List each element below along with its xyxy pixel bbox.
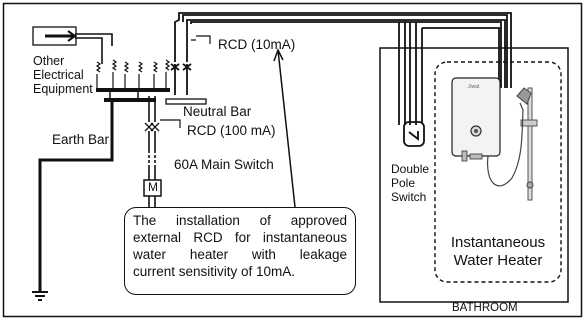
meter-icon	[143, 179, 162, 197]
earth-conductor	[38, 102, 114, 292]
water-heater-label: Instantaneous Water Heater	[436, 234, 560, 270]
neutral-bar-label: Neutral Bar	[183, 104, 252, 119]
other-equipment-label: Other Electrical Equipment	[33, 54, 93, 96]
other-equipment-feed	[45, 30, 113, 64]
rcd-callout-note: The installation of approved external RC…	[124, 207, 356, 295]
water-heater-line-1: Instantaneous	[450, 234, 546, 251]
main-supply-column	[144, 96, 160, 212]
double-pole-switch-label: Double Pole Switch	[391, 162, 429, 204]
callout-line-2: external RCD for instantaneous	[133, 230, 347, 245]
callout-line-4: current sensitivity of 10mA.	[133, 264, 296, 279]
water-heater-icon	[451, 77, 501, 162]
heater-supply-cable	[170, 12, 512, 125]
earth-ground-icon	[32, 291, 48, 301]
neutral-bar	[165, 98, 207, 105]
heater-zone-dashed	[434, 61, 562, 283]
water-heater-line-2: Water Heater	[453, 252, 543, 269]
double-pole-switch-line-3: Switch	[391, 190, 427, 204]
bathroom-box	[379, 47, 569, 303]
main-switch-label: 60A Main Switch	[174, 157, 274, 172]
breaker-drops	[95, 59, 171, 90]
double-pole-switch-line-2: Pole	[391, 176, 416, 190]
callout-line-1: The installation of approved	[133, 213, 347, 228]
other-equipment-line-2: Electrical	[33, 68, 84, 82]
other-equipment-line-1: Other	[33, 54, 65, 68]
bathroom-label: BATHROOM	[452, 302, 518, 314]
other-equipment-line-3: Equipment	[33, 82, 93, 96]
heater-brand-label: Jiwat	[468, 84, 480, 90]
callout-arrow	[273, 48, 296, 208]
earth-bar-label: Earth Bar	[52, 132, 110, 147]
double-pole-switch-line-1: Double	[391, 162, 430, 176]
meter-label: M	[148, 180, 158, 194]
shower-head-icon	[486, 87, 538, 201]
diagram-frame	[2, 2, 583, 318]
rcd-10ma-label: RCD (10mA)	[218, 37, 296, 52]
rcd-100ma-bracket	[160, 119, 181, 128]
callout-line-3: water heater with leakage	[133, 247, 347, 262]
rcd-10ma-bracket	[191, 35, 211, 44]
switch-icon	[403, 121, 425, 147]
rcd-100ma-label: RCD (100 mA)	[187, 123, 276, 138]
